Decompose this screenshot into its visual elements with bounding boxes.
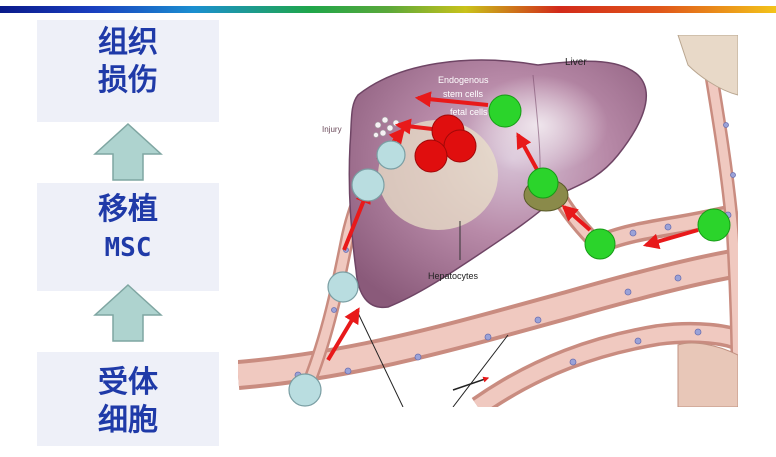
liver-migration-illustration: Liver Injury Endogenous stem cells fetal…	[238, 35, 738, 407]
step-transplant-msc: 移植 MSC	[37, 183, 219, 291]
title-gradient-bar	[0, 6, 776, 13]
label-endogenous-2: stem cells	[443, 89, 484, 99]
step-transplant-msc-line1: 移植	[98, 192, 158, 227]
red-cells	[414, 114, 477, 173]
up-arrow-icon	[93, 283, 163, 342]
step-transplant-msc-line2: MSC	[104, 233, 152, 263]
green-cells	[488, 94, 731, 260]
up-arrow-icon	[93, 122, 163, 181]
label-injury: Injury	[322, 125, 342, 134]
label-hepatocytes: Hepatocytes	[428, 271, 479, 281]
msc-cells	[288, 140, 406, 407]
label-endogenous-3: fetal cells	[450, 107, 488, 117]
step-tissue-injury-line1: 组织	[98, 25, 158, 60]
step-recipient-cells-line2: 细胞	[98, 403, 158, 438]
step-tissue-injury: 组织 损伤	[37, 20, 219, 122]
label-liver: Liver	[565, 57, 587, 68]
step-recipient-cells-line1: 受体	[98, 365, 158, 400]
label-endogenous-1: Endogenous	[438, 75, 489, 85]
step-tissue-injury-line2: 损伤	[98, 63, 158, 98]
step-recipient-cells: 受体 细胞	[37, 352, 219, 446]
